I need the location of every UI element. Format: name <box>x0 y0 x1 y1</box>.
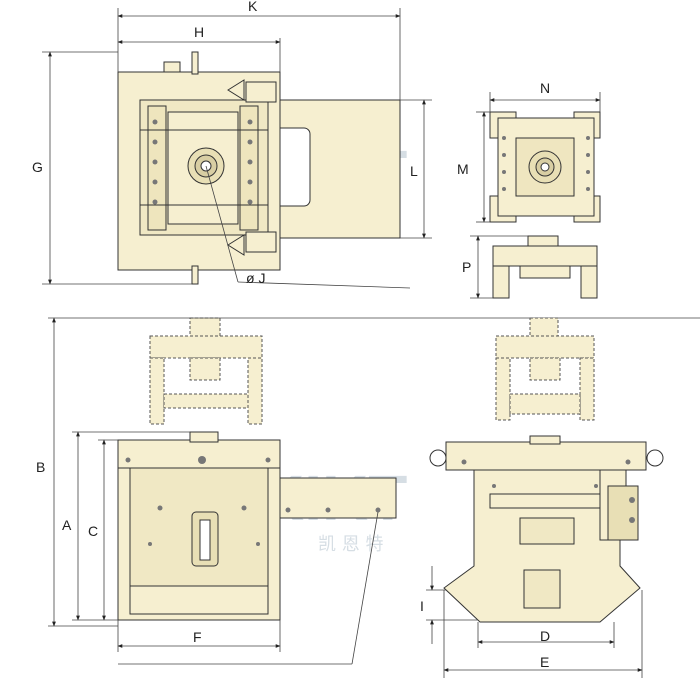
front-view-lifted-dashed <box>149 317 263 425</box>
label-C: C <box>88 523 98 539</box>
label-H: H <box>194 24 204 40</box>
label-D: D <box>540 628 550 644</box>
front-dimensions <box>48 317 700 665</box>
label-J: ø J <box>246 270 265 286</box>
side-dimensions-top-right <box>470 92 601 299</box>
top-view-plan <box>117 51 401 285</box>
watermark-chinese-bottom: 凯 恩 特 <box>318 534 383 555</box>
top-dimensions <box>42 8 432 289</box>
label-F: F <box>193 629 202 645</box>
side-view-top-right <box>489 111 601 299</box>
label-K: K <box>248 0 258 14</box>
label-N: N <box>540 80 550 96</box>
label-A: A <box>62 517 72 533</box>
label-P: P <box>462 259 471 275</box>
label-I: I <box>420 598 424 614</box>
side-top-bar <box>445 441 647 471</box>
label-L: L <box>410 163 418 179</box>
plan-bolts <box>152 119 253 205</box>
label-M: M <box>457 161 469 177</box>
side-view <box>429 435 664 623</box>
label-G: G <box>32 159 43 175</box>
side-view-lifted-dashed <box>495 317 595 421</box>
label-B: B <box>36 459 45 475</box>
side-dimensions-bottom-right <box>426 566 643 678</box>
front-view <box>117 431 397 621</box>
label-E: E <box>540 654 549 670</box>
